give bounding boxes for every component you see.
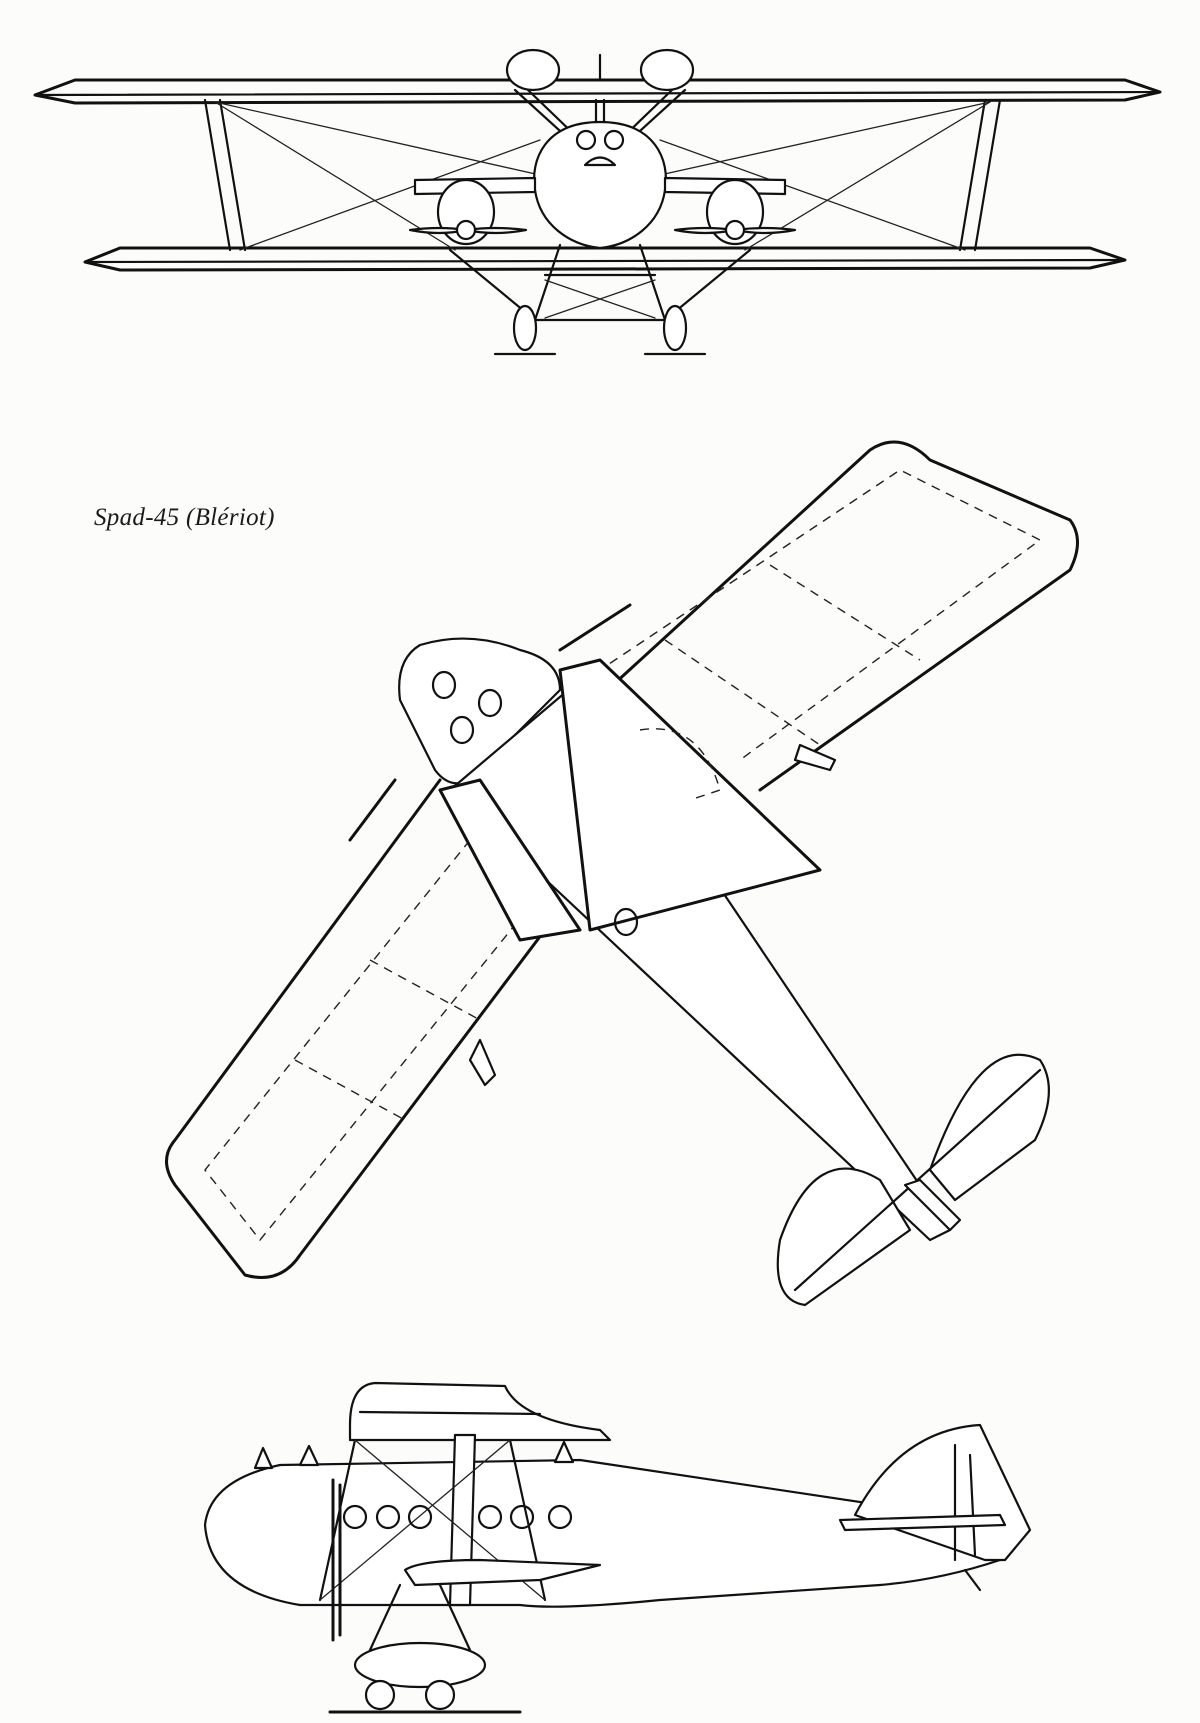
aircraft-title: Spad-45 (Blériot)	[94, 504, 275, 531]
